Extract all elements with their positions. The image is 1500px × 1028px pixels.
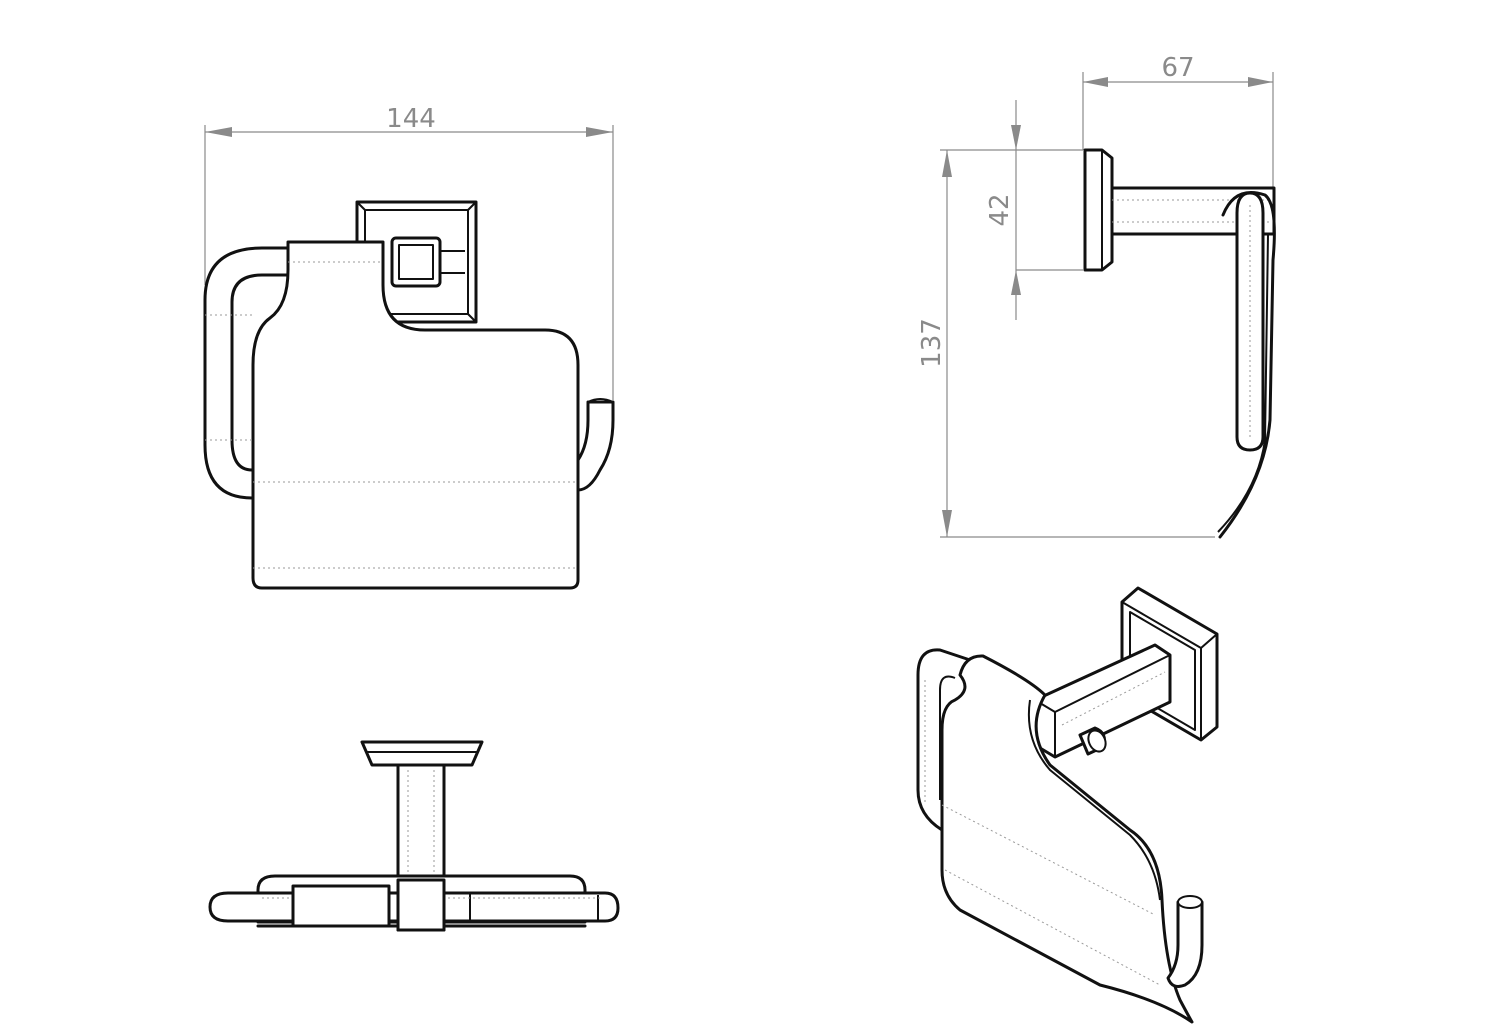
dimension-depth-label: 67 — [1161, 53, 1194, 83]
dimension-height-label: 137 — [917, 318, 947, 368]
dimension-height: 137 — [917, 149, 1215, 538]
side-view: 67 42 137 — [917, 53, 1276, 539]
dimension-width-label: 144 — [386, 104, 436, 134]
dimension-plate-label: 42 — [985, 193, 1015, 226]
dimension-width: 144 — [204, 104, 614, 400]
dimension-depth: 67 — [1082, 53, 1274, 190]
bottom-view — [208, 740, 620, 932]
front-view: 144 — [203, 104, 615, 590]
isometric-view — [916, 586, 1219, 1024]
dimension-plate: 42 — [985, 100, 1083, 320]
